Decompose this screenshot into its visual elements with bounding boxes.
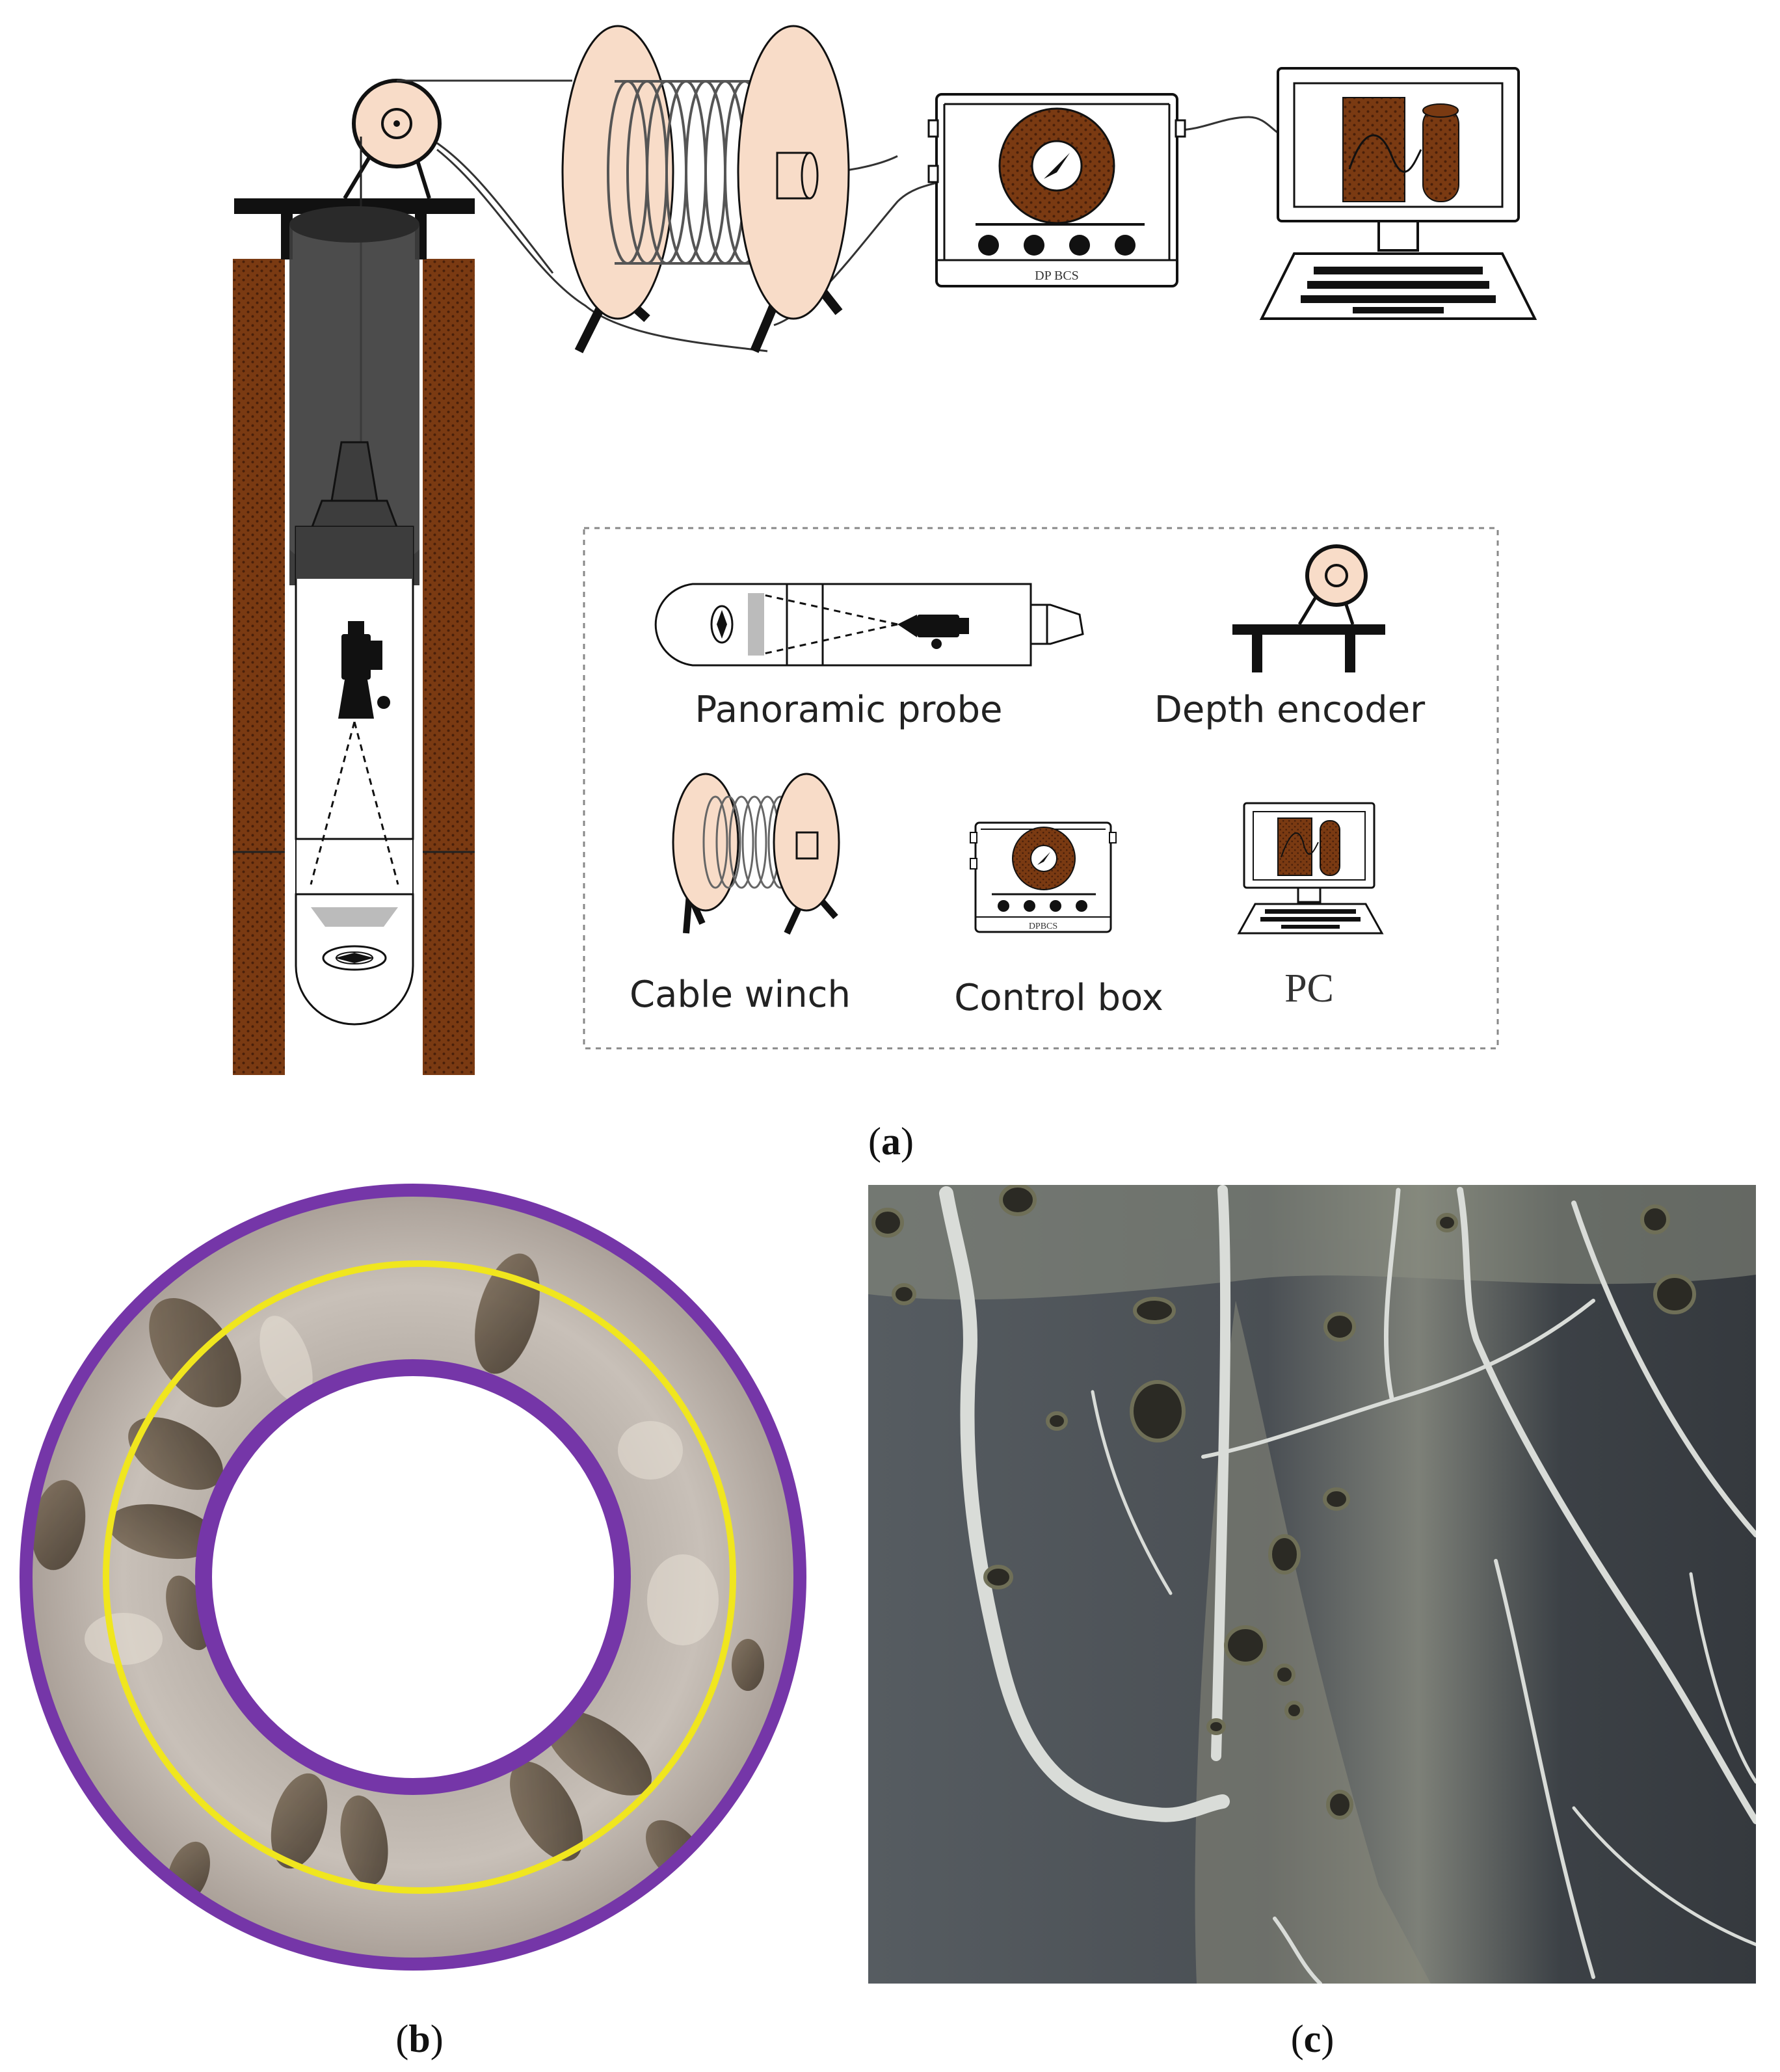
caption-c: (c) [1291,2017,1335,2060]
connecting-cables [397,79,1288,352]
outer-ring-purple [20,1184,806,1971]
panel-c-unrolled-borehole-image: (c) [868,1185,1756,2060]
legend-depth-encoder-label: Depth encoder [1154,689,1426,731]
legend-box: Panoramic probe Depth encoder [583,527,1499,1050]
cavities [871,1185,1696,1820]
legend-pc-label: PC [1284,966,1334,1011]
panoramic-probe-in-borehole [289,206,419,1026]
legend-pc-icon [1237,802,1384,935]
control-box-label: DP BCS [1035,269,1079,283]
borehole-wall-right [423,259,475,1075]
legend-depth-encoder-icon [1232,544,1385,672]
calcite-veins [939,1185,1756,1984]
legend-cable-winch-label: Cable winch [630,974,851,1016]
legend-panoramic-probe-icon [654,583,1084,667]
borehole-depth-encoder [234,79,475,259]
camera-icon [338,621,390,719]
legend-control-box-small-label: DPBCS [1029,922,1057,931]
compass-icon [322,945,387,971]
legend-control-box-label: Control box [954,977,1163,1019]
cable-winch [561,25,850,354]
legend-cable-winch-icon [672,773,840,935]
grouted-band [868,1185,1756,1984]
caption-a: (a) [868,1120,914,1163]
control-box: DP BCS [927,93,1186,287]
legend-control-box-icon: DPBCS [970,821,1117,933]
borehole-wall-left [233,259,285,1075]
middle-ring-yellow [103,1260,736,1894]
panel-a-system-diagram: DP BCS [233,25,1537,1163]
legend-panoramic-probe-label: Panoramic probe [695,689,1003,731]
pc-computer [1259,67,1537,320]
panel-b-panoramic-borehole-image: (b) [20,1184,806,2060]
inner-ring-purple [195,1359,631,1795]
caption-b: (b) [395,2017,443,2060]
